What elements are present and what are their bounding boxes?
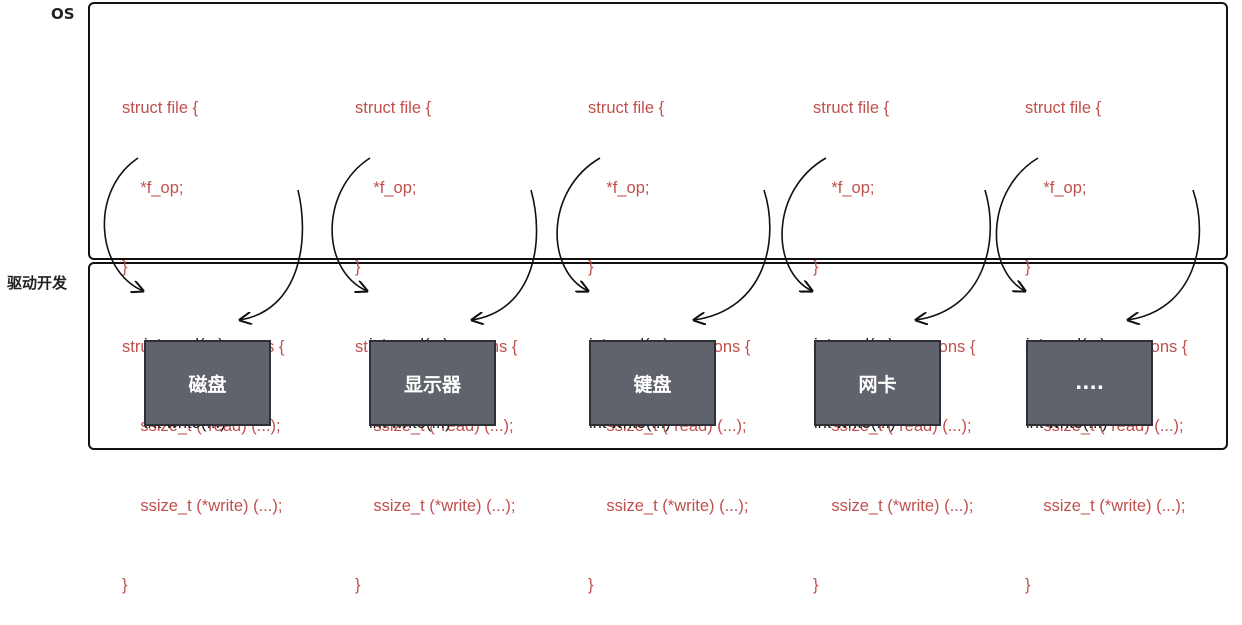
device-box-disk: 磁盘 xyxy=(144,340,271,426)
device-box-more: .... xyxy=(1026,340,1153,426)
code-line: ssize_t (*write) (...); xyxy=(122,496,283,515)
code-line: *f_op; xyxy=(122,178,184,197)
code-line: *f_op; xyxy=(1025,178,1087,197)
code-line: } xyxy=(1025,258,1031,276)
code-line: } xyxy=(588,576,594,594)
code-line: struct file { xyxy=(588,99,665,117)
device-box-keyboard: 键盘 xyxy=(589,340,716,426)
code-line: ssize_t (*write) (...); xyxy=(1025,496,1186,515)
code-line: } xyxy=(122,258,128,276)
code-line: ssize_t (*write) (...); xyxy=(355,496,516,515)
code-line: } xyxy=(813,258,819,276)
code-line: } xyxy=(1025,576,1031,594)
code-line: *f_op; xyxy=(355,178,417,197)
code-line: ssize_t (*write) (...); xyxy=(813,496,974,515)
code-line: struct file { xyxy=(355,99,432,117)
device-box-nic: 网卡 xyxy=(814,340,941,426)
code-line: } xyxy=(122,576,128,594)
code-line: struct file { xyxy=(122,99,199,117)
device-box-display: 显示器 xyxy=(369,340,496,426)
code-line: struct file { xyxy=(1025,99,1102,117)
code-line: struct file { xyxy=(813,99,890,117)
code-line: *f_op; xyxy=(588,178,650,197)
code-line: } xyxy=(813,576,819,594)
code-line: } xyxy=(355,258,361,276)
code-line: ssize_t (*write) (...); xyxy=(588,496,749,515)
code-line: *f_op; xyxy=(813,178,875,197)
os-layer-label: OS xyxy=(51,5,75,23)
code-line: } xyxy=(588,258,594,276)
code-line: } xyxy=(355,576,361,594)
driver-layer-label: 驱动开发 xyxy=(7,274,68,292)
